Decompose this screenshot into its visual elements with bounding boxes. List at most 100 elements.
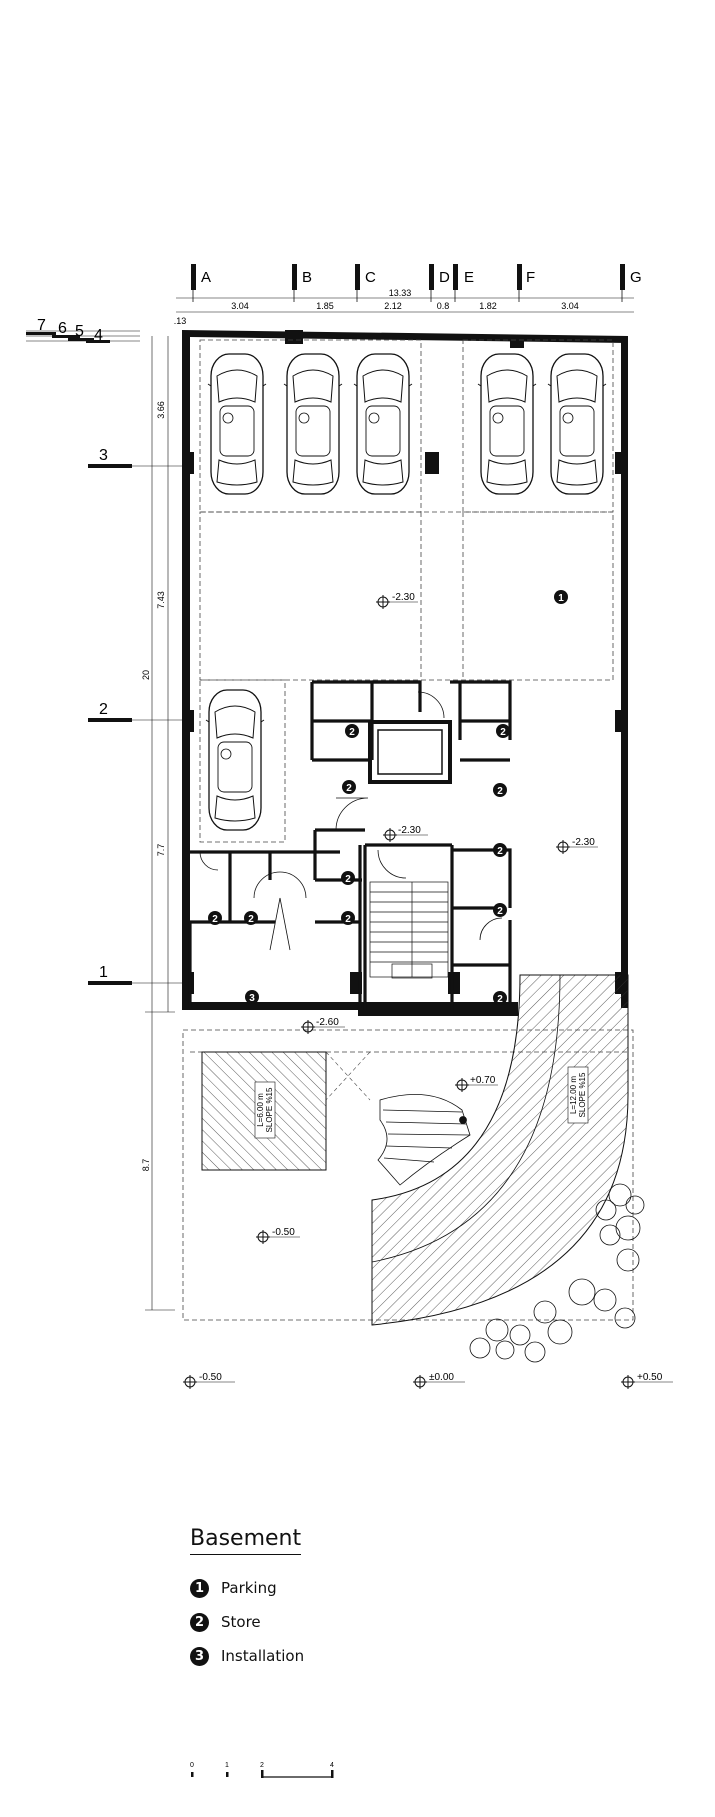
scale-bar: 0 1 2 4 bbox=[190, 1762, 334, 1778]
level-parking-right: -2.30 bbox=[572, 837, 595, 848]
level-marker: -0.50 bbox=[256, 1227, 300, 1244]
grid-label-F: F bbox=[526, 269, 535, 286]
dim-c-d: 2.12 bbox=[384, 301, 402, 311]
level-marker: +0.50 bbox=[621, 1372, 673, 1389]
grid-row-markers: 7 6 5 4 3 2 1 bbox=[26, 317, 186, 985]
svg-text:2: 2 bbox=[248, 914, 254, 925]
scale-tick-4: 4 bbox=[330, 1762, 334, 1769]
badge-store: 2 bbox=[493, 783, 507, 797]
scale-tick-2: 2 bbox=[260, 1762, 264, 1769]
grid-column-E: E bbox=[453, 264, 474, 302]
level-marker: -2.30 bbox=[376, 592, 418, 609]
grid-column-G: G bbox=[620, 264, 642, 302]
ramp-left-length: L=6.00 m bbox=[256, 1093, 265, 1127]
ramp-left-slope: SLOPE %15 bbox=[265, 1087, 274, 1132]
car bbox=[477, 353, 537, 495]
car bbox=[547, 353, 607, 495]
car bbox=[207, 353, 267, 495]
trees bbox=[469, 1183, 645, 1363]
svg-text:2: 2 bbox=[345, 874, 351, 885]
straight-ramp: L=6.00 m SLOPE %15 bbox=[201, 1051, 371, 1171]
grid-label-E: E bbox=[464, 269, 474, 286]
badge-installation: 3 bbox=[245, 990, 259, 1004]
door-swings bbox=[199, 691, 503, 951]
grid-row-1: 1 bbox=[99, 964, 108, 981]
scale-tick-0: 0 bbox=[190, 1762, 194, 1769]
dim-2-1: 7.7 bbox=[156, 844, 166, 857]
scale-tick-1: 1 bbox=[225, 1762, 229, 1769]
badge-store: 2 bbox=[208, 911, 222, 925]
level-core: -2.30 bbox=[398, 825, 421, 836]
badge-store: 2 bbox=[493, 843, 507, 857]
overall-depth-label: 20 bbox=[141, 670, 151, 680]
car bbox=[353, 353, 413, 495]
level-street-left: -0.50 bbox=[199, 1372, 222, 1383]
ramp-right-slope: SLOPE %15 bbox=[578, 1072, 587, 1117]
legend-item-store: 2 Store bbox=[190, 1605, 450, 1639]
car bbox=[283, 353, 343, 495]
grid-row-6: 6 bbox=[58, 320, 67, 337]
badge-store: 2 bbox=[493, 991, 507, 1005]
legend-item-installation: 3 Installation bbox=[190, 1639, 450, 1673]
curved-ramp: L=12.00 m SLOPE %15 bbox=[371, 974, 629, 1326]
grid-column-D: D bbox=[429, 264, 450, 302]
grid-label-G: G bbox=[630, 269, 642, 286]
grid-row-3: 3 bbox=[99, 447, 108, 464]
legend-label: Installation bbox=[221, 1647, 305, 1665]
side-dimensions: 3.66 7.43 7.7 20 8.7 bbox=[141, 336, 175, 1311]
grid-label-C: C bbox=[365, 269, 376, 286]
room-badges: 1 2 2 2 2 2 2 2 2 2 2 2 3 bbox=[208, 590, 568, 1005]
badge-store: 2 bbox=[244, 911, 258, 925]
legend-item-parking: 1 Parking bbox=[190, 1571, 450, 1605]
legend-label: Parking bbox=[221, 1579, 277, 1597]
badge-store: 2 bbox=[342, 780, 356, 794]
ramp-left-label: L=6.00 m SLOPE %15 bbox=[254, 1081, 276, 1139]
svg-text:2: 2 bbox=[497, 994, 503, 1005]
grid-column-B: B bbox=[292, 264, 312, 302]
top-dimensions: 13.33 3.04 1.85 2.12 0.8 1.82 3.04 .13 bbox=[174, 288, 634, 326]
svg-text:2: 2 bbox=[346, 783, 352, 794]
legend-label: Store bbox=[221, 1613, 261, 1631]
badge-store: 2 bbox=[493, 903, 507, 917]
badge-parking: 1 bbox=[554, 590, 568, 604]
level-entry: +0.70 bbox=[470, 1075, 496, 1086]
svg-text:1: 1 bbox=[558, 593, 564, 604]
corner-dim: .13 bbox=[174, 316, 187, 326]
grid-label-D: D bbox=[439, 269, 450, 286]
svg-text:2: 2 bbox=[345, 914, 351, 925]
grid-row-2: 2 bbox=[99, 701, 108, 718]
dim-d-e: 0.8 bbox=[437, 301, 450, 311]
grid-label-A: A bbox=[201, 269, 211, 286]
legend-title: Basement bbox=[190, 1526, 302, 1555]
level-marker: -2.30 bbox=[556, 837, 598, 854]
svg-text:3: 3 bbox=[249, 993, 255, 1004]
legend-badge: 1 bbox=[190, 1578, 209, 1598]
legend: Basement 1 Parking 2 Store 3 Installatio… bbox=[190, 1526, 450, 1673]
dim-b-c: 1.85 bbox=[316, 301, 334, 311]
stair-treads bbox=[369, 881, 449, 979]
level-installation: -2.60 bbox=[316, 1017, 339, 1028]
level-parking-top: -2.30 bbox=[392, 592, 415, 603]
grid-column-markers: A B C D E F G bbox=[191, 264, 642, 302]
core-walls bbox=[188, 680, 512, 1010]
overall-width-label: 13.33 bbox=[389, 288, 412, 298]
badge-store: 2 bbox=[496, 724, 510, 738]
svg-text:2: 2 bbox=[497, 906, 503, 917]
level-marker: +0.70 bbox=[455, 1075, 498, 1092]
dim-3-2: 7.43 bbox=[156, 591, 166, 609]
grid-column-A: A bbox=[191, 264, 211, 302]
dim-4-3: 3.66 bbox=[156, 401, 166, 419]
svg-text:2: 2 bbox=[349, 727, 355, 738]
grid-row-7: 7 bbox=[37, 317, 46, 334]
ramp-right-length: L=12.00 m bbox=[569, 1076, 578, 1114]
level-yard: -0.50 bbox=[272, 1227, 295, 1238]
grid-label-B: B bbox=[302, 269, 312, 286]
ramp-right-label: L=12.00 m SLOPE %15 bbox=[567, 1066, 589, 1124]
badge-store: 2 bbox=[345, 724, 359, 738]
level-marker: -2.30 bbox=[383, 825, 428, 842]
dim-a-b: 3.04 bbox=[231, 301, 249, 311]
basement-floor-plan: A B C D E F G bbox=[26, 264, 673, 1389]
badge-store: 2 bbox=[341, 911, 355, 925]
dim-f-g: 3.04 bbox=[561, 301, 579, 311]
dim-e-f: 1.82 bbox=[479, 301, 497, 311]
